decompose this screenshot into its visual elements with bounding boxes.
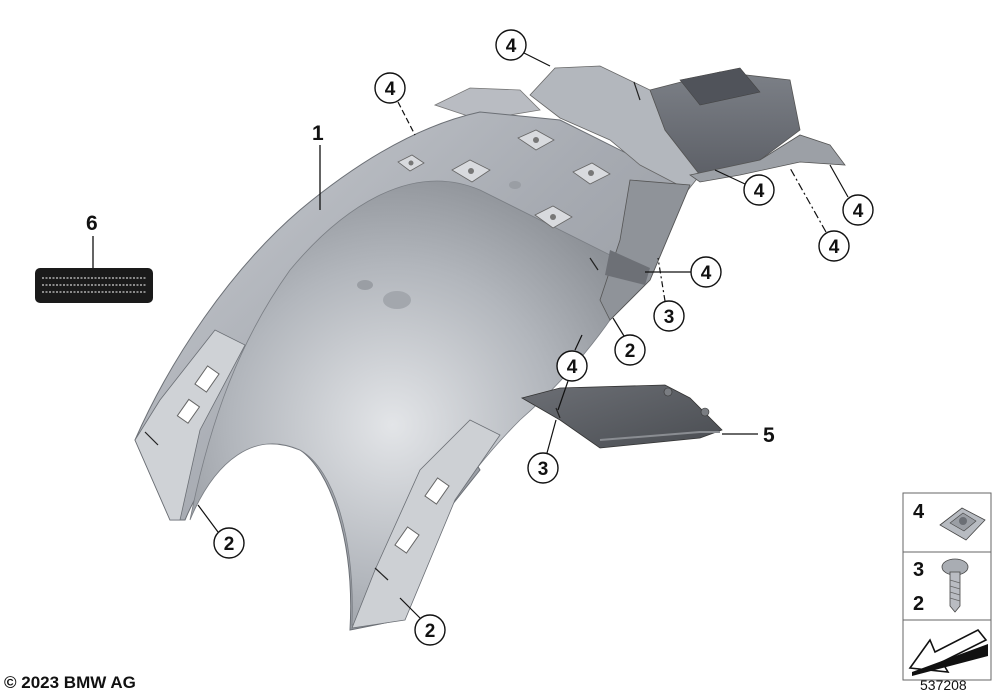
callout-4-bracket: 4	[714, 169, 775, 206]
callout-2-mid: 2	[612, 317, 646, 366]
svg-text:4: 4	[701, 263, 712, 284]
svg-text:2: 2	[224, 534, 235, 555]
cover-plate	[520, 384, 723, 449]
callout-4-mid: 4	[645, 256, 722, 288]
callout-2-lower-left: 2	[197, 504, 245, 559]
callout-4-right-lower: 4	[789, 167, 850, 262]
part-number-5: 5	[722, 424, 775, 447]
svg-text:3: 3	[913, 559, 924, 581]
fastener-legend: 4 3 2	[902, 492, 992, 681]
svg-text:4: 4	[829, 237, 840, 258]
svg-text:3: 3	[538, 459, 549, 480]
svg-text:4: 4	[853, 201, 864, 222]
callout-2-bottom: 2	[399, 597, 446, 646]
callout-3-mid: 3	[653, 257, 685, 332]
svg-text:6: 6	[86, 212, 98, 235]
part-number-1: 1	[312, 122, 324, 210]
drawing-number: 537208	[920, 677, 967, 693]
copyright-text: © 2023 BMW AG	[4, 673, 136, 692]
callout-4-plate: 4	[556, 334, 588, 411]
svg-text:2: 2	[625, 341, 636, 362]
callout-4-far-right: 4	[829, 164, 874, 226]
callout-4-top: 4	[495, 29, 551, 67]
legend-nut: 4	[913, 501, 986, 541]
svg-text:2: 2	[425, 621, 436, 642]
rear-bracket	[529, 65, 846, 321]
callout-3-plate: 3	[527, 419, 559, 484]
svg-text:5: 5	[763, 424, 775, 447]
legend-direction-arrow-icon	[908, 628, 988, 676]
part-number-6: 6	[86, 212, 98, 268]
svg-text:2: 2	[913, 593, 924, 615]
legend-screw: 3 2	[913, 558, 969, 615]
svg-text:4: 4	[385, 79, 396, 100]
warning-label	[35, 268, 153, 303]
svg-text:1: 1	[312, 122, 324, 145]
callout-4-upper-left: 4	[374, 72, 416, 136]
rear-fender	[134, 87, 691, 631]
svg-text:4: 4	[567, 357, 578, 378]
svg-text:4: 4	[754, 181, 765, 202]
svg-text:3: 3	[664, 307, 675, 328]
svg-text:4: 4	[913, 501, 925, 523]
svg-text:4: 4	[506, 36, 517, 57]
